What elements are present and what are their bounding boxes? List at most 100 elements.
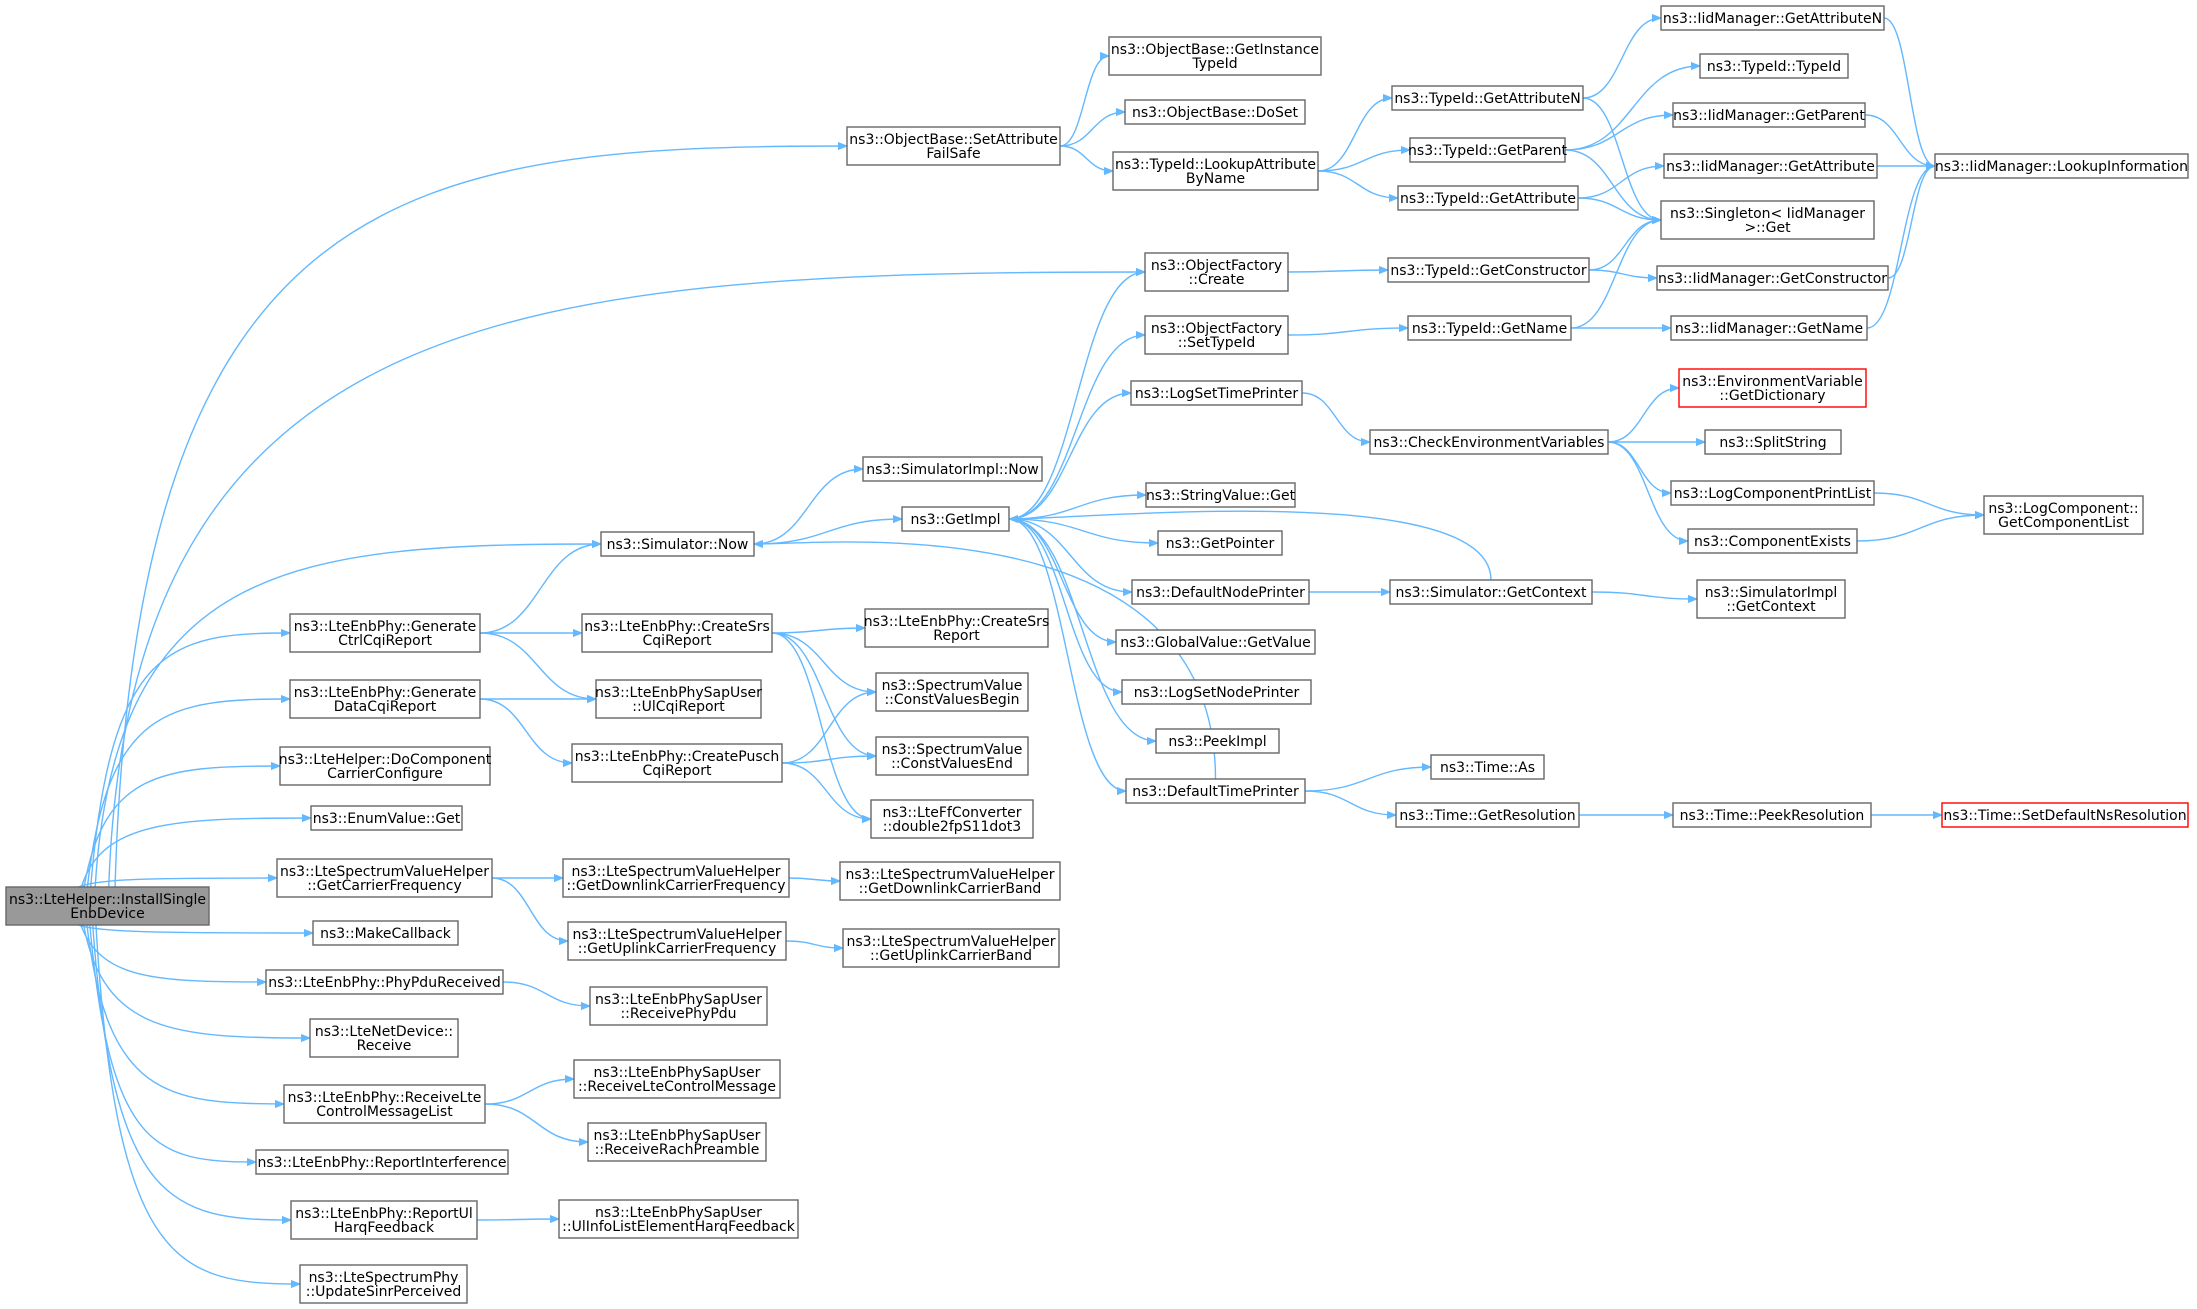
node-box <box>1696 579 1846 619</box>
node-globalvalue_get[interactable]: ns3::GlobalValue::GetValue <box>1115 629 1316 655</box>
node-box <box>1670 480 1875 506</box>
node-updatesinr[interactable]: ns3::LteSpectrumPhy::UpdateSinrPerceived <box>299 1264 468 1304</box>
node-box <box>1687 528 1858 554</box>
node-getimpl[interactable]: ns3::GetImpl <box>901 506 1010 532</box>
node-enumvalue_get[interactable]: ns3::EnumValue::Get <box>310 805 463 831</box>
node-logcompprintlist[interactable]: ns3::LogComponentPrintList <box>1670 480 1875 506</box>
node-simimpl_now[interactable]: ns3::SimulatorImpl::Now <box>862 456 1043 482</box>
node-cvend[interactable]: ns3::SpectrumValue::ConstValuesEnd <box>875 736 1029 776</box>
node-iid_getparent[interactable]: ns3::IidManager::GetParent <box>1672 102 1866 128</box>
node-getulband[interactable]: ns3::LteSpectrumValueHelper::GetUplinkCa… <box>842 928 1060 968</box>
node-label-line: ns3::LteSpectrumPhy <box>309 1270 459 1286</box>
node-getcarrierfreq[interactable]: ns3::LteSpectrumValueHelper::GetCarrierF… <box>276 858 493 898</box>
node-getconstructor[interactable]: ns3::TypeId::GetConstructor <box>1387 257 1590 283</box>
node-time_peekres[interactable]: ns3::Time::PeekResolution <box>1672 802 1872 828</box>
node-label-line: ns3::TypeId::GetAttributeN <box>1394 91 1580 107</box>
node-iid_getname[interactable]: ns3::IidManager::GetName <box>1670 315 1868 341</box>
node-label-line: ::ReceiveRachPreamble <box>595 1142 760 1158</box>
node-of_create[interactable]: ns3::ObjectFactory::Create <box>1144 252 1289 292</box>
node-label-line: ns3::IidManager::GetAttributeN <box>1663 11 1882 27</box>
edge-getattribute-to-singleton <box>1577 197 1661 220</box>
node-box <box>589 986 768 1026</box>
node-getcomplist[interactable]: ns3::LogComponent::GetComponentList <box>1983 495 2144 535</box>
node-iid_getattribute[interactable]: ns3::IidManager::GetAttribute <box>1663 153 1878 179</box>
node-lookupinfo[interactable]: ns3::IidManager::LookupInformation <box>1934 153 2189 179</box>
node-recvctrlmsglist[interactable]: ns3::LteEnbPhy::ReceiveLteControlMessage… <box>283 1084 486 1124</box>
node-label-line: ns3::ObjectBase::GetInstance <box>1111 42 1319 58</box>
node-simimpl_getcontext[interactable]: ns3::SimulatorImpl::GetContext <box>1696 579 1846 619</box>
node-box <box>310 805 463 831</box>
node-getparent[interactable]: ns3::TypeId::GetParent <box>1408 137 1567 163</box>
node-typeid_typeid[interactable]: ns3::TypeId::TypeId <box>1699 53 1849 79</box>
node-checkenv[interactable]: ns3::CheckEnvironmentVariables <box>1369 429 1609 455</box>
node-iid_getattrn[interactable]: ns3::IidManager::GetAttributeN <box>1660 5 1885 31</box>
node-compexists[interactable]: ns3::ComponentExists <box>1687 528 1858 554</box>
node-cvbegin[interactable]: ns3::SpectrumValue::ConstValuesBegin <box>875 672 1029 712</box>
node-label-line: ns3::DefaultTimePrinter <box>1132 784 1299 800</box>
node-recvrach[interactable]: ns3::LteEnbPhySapUser::ReceiveRachPreamb… <box>587 1122 767 1162</box>
node-box <box>600 531 755 557</box>
node-doset[interactable]: ns3::ObjectBase::DoSet <box>1124 99 1306 125</box>
edge-getconstructor-to-singleton <box>1588 220 1661 271</box>
node-time_getres[interactable]: ns3::Time::GetResolution <box>1395 802 1580 828</box>
edge-create_srs-to-fpconv <box>771 632 871 819</box>
node-time_setdef[interactable]: ns3::Time::SetDefaultNsResolution <box>1941 802 2189 828</box>
node-defnodeprinter[interactable]: ns3::DefaultNodePrinter <box>1131 579 1310 605</box>
node-singleton[interactable]: ns3::Singleton< IidManager>::Get <box>1660 200 1875 240</box>
node-sim_now[interactable]: ns3::Simulator::Now <box>600 531 755 557</box>
node-peekimpl[interactable]: ns3::PeekImpl <box>1155 728 1280 754</box>
node-ulinfoharq[interactable]: ns3::LteEnbPhySapUser::UlInfoListElement… <box>558 1199 799 1239</box>
node-fpconv[interactable]: ns3::LteFfConverter::double2fpS11dot3 <box>870 799 1034 839</box>
node-recvctrlmsg[interactable]: ns3::LteEnbPhySapUser::ReceiveLteControl… <box>573 1059 781 1099</box>
node-envdict[interactable]: ns3::EnvironmentVariable::GetDictionary <box>1678 368 1867 408</box>
node-netdev_receive[interactable]: ns3::LteNetDevice::Receive <box>309 1018 459 1058</box>
node-deftimeprinter[interactable]: ns3::DefaultTimePrinter <box>1125 778 1306 804</box>
edge-getimpl-to-of_settypeid <box>1008 335 1145 520</box>
edge-getulfreq-to-getulband <box>785 940 843 948</box>
node-phypdurecv[interactable]: ns3::LteEnbPhy::PhyPduReceived <box>265 969 504 995</box>
node-typeid_getname[interactable]: ns3::TypeId::GetName <box>1407 315 1572 341</box>
node-reportinterf[interactable]: ns3::LteEnbPhy::ReportInterference <box>255 1149 509 1175</box>
node-stringvalue_get[interactable]: ns3::StringValue::Get <box>1145 482 1296 508</box>
node-box <box>1144 315 1289 355</box>
node-sim_getcontext[interactable]: ns3::Simulator::GetContext <box>1389 579 1593 605</box>
node-label-line: ns3::LteEnbPhy::ReportUl <box>295 1206 473 1222</box>
edge-lookupattr-to-getattribute <box>1317 170 1398 198</box>
node-label-line: ns3::TypeId::GetAttribute <box>1400 191 1576 207</box>
node-box <box>842 928 1060 968</box>
node-getdlband[interactable]: ns3::LteSpectrumValueHelper::GetDownlink… <box>839 861 1061 901</box>
edge-getparent-to-singleton <box>1564 149 1661 220</box>
node-splitstring[interactable]: ns3::SplitString <box>1704 429 1842 455</box>
node-label-line: ns3::ObjectFactory <box>1151 321 1282 337</box>
node-getdlfreq[interactable]: ns3::LteSpectrumValueHelper::GetDownlink… <box>562 858 790 898</box>
node-label-line: ns3::LteEnbPhySapUser <box>595 1205 762 1221</box>
node-of_settypeid[interactable]: ns3::ObjectFactory::SetTypeId <box>1144 315 1289 355</box>
node-makecallback[interactable]: ns3::MakeCallback <box>312 920 459 946</box>
node-getulfreq[interactable]: ns3::LteSpectrumValueHelper::GetUplinkCa… <box>567 921 787 961</box>
node-time_as[interactable]: ns3::Time::As <box>1430 754 1545 780</box>
node-logsettimeprinter[interactable]: ns3::LogSetTimePrinter <box>1130 380 1303 406</box>
node-iid_getconstructor[interactable]: ns3::IidManager::GetConstructor <box>1656 265 1889 291</box>
node-getattrn[interactable]: ns3::TypeId::GetAttributeN <box>1391 85 1584 111</box>
edge-getimpl-to-defnodeprinter <box>1008 518 1132 592</box>
node-ulcqireport[interactable]: ns3::LteEnbPhySapUser::UlCqiReport <box>595 679 762 719</box>
node-logsetnodeprinter[interactable]: ns3::LogSetNodePrinter <box>1121 679 1312 705</box>
node-receivephypdu[interactable]: ns3::LteEnbPhySapUser::ReceivePhyPdu <box>589 986 768 1026</box>
edge-getimpl-to-stringvalue_get <box>1008 495 1146 520</box>
node-label-line: FailSafe <box>926 146 980 162</box>
node-docomponent[interactable]: ns3::LteHelper::DoComponentCarrierConfig… <box>279 746 492 786</box>
node-getattribute[interactable]: ns3::TypeId::GetAttribute <box>1397 185 1579 211</box>
node-getpointer[interactable]: ns3::GetPointer <box>1157 530 1283 556</box>
node-box <box>1144 252 1289 292</box>
